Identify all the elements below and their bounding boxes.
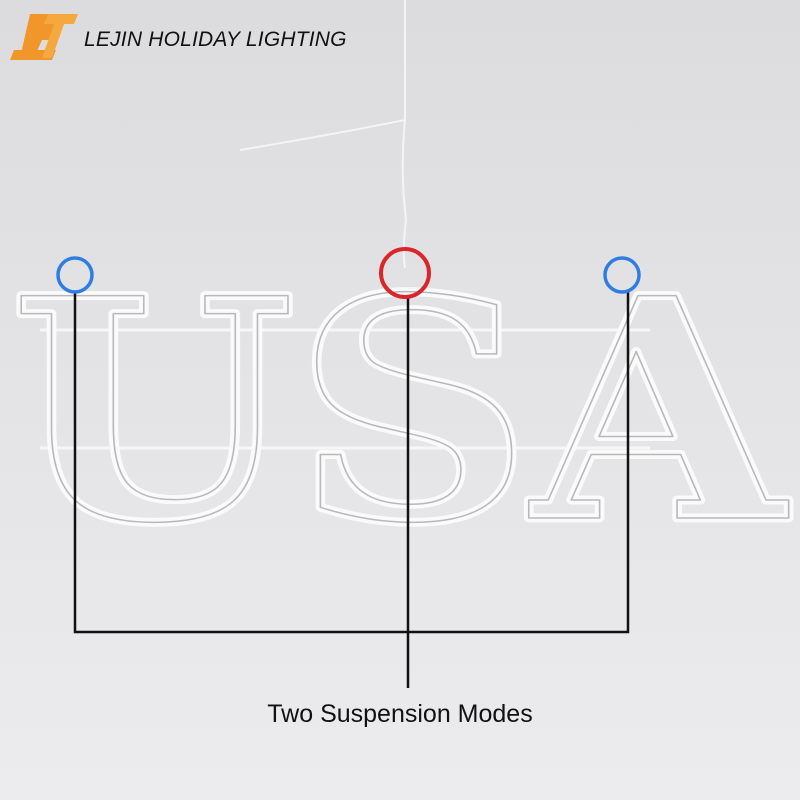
hanging-wire <box>239 0 408 269</box>
right-hook-marker <box>603 256 641 294</box>
brand-logo-icon <box>10 14 78 60</box>
center-hook-marker <box>379 247 431 299</box>
brand-name: LEJIN HOLIDAY LIGHTING <box>84 28 347 51</box>
svg-text:USA: USA <box>10 232 792 590</box>
usa-rope-light-sign: USA USA <box>6 228 797 595</box>
caption: Two Suspension Modes <box>267 700 533 728</box>
suspension-callout-lines <box>73 292 630 688</box>
svg-text:USA: USA <box>10 232 792 590</box>
left-hook-marker <box>56 256 94 294</box>
